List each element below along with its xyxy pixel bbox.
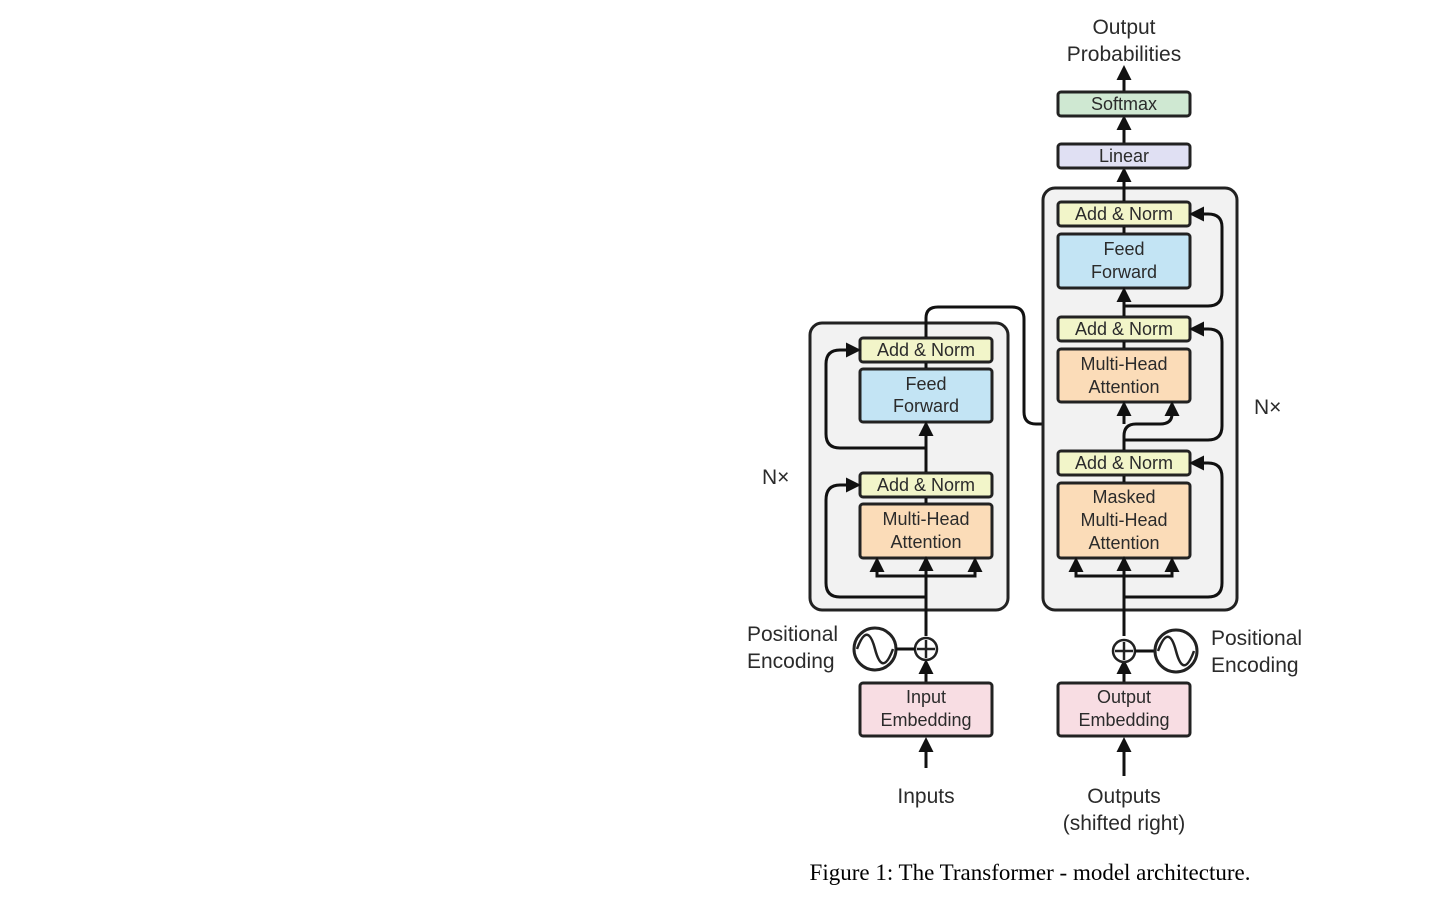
figure-caption: Figure 1: The Transformer - model archit… (809, 860, 1251, 885)
svg-text:Attention: Attention (890, 532, 961, 552)
svg-text:Forward: Forward (893, 396, 959, 416)
encoder-multi-head-attention: Multi-Head Attention (858, 502, 994, 560)
decoder-positional-label-line1: Positional (1211, 627, 1302, 650)
svg-text:Linear: Linear (1099, 146, 1149, 166)
svg-text:Feed: Feed (905, 374, 946, 394)
decoder-masked-attention: Masked Multi-Head Attention (1056, 481, 1192, 560)
outputs-label-line2: (shifted right) (1063, 812, 1186, 835)
encoder-connections (824, 305, 1120, 768)
encoder-positional-encoding-sine-icon (852, 626, 898, 672)
encoder-positional-label-line1: Positional (747, 623, 838, 646)
linear-layer: Linear (1056, 142, 1192, 170)
svg-text:Multi-Head: Multi-Head (882, 509, 969, 529)
decoder-connections (1068, 65, 1224, 776)
svg-text:Output: Output (1097, 687, 1151, 707)
svg-text:Attention: Attention (1088, 377, 1159, 397)
svg-text:Input: Input (906, 687, 946, 707)
encoder-add-norm-top: Add & Norm (858, 336, 994, 364)
encoder-feed-forward: Feed Forward (858, 367, 994, 424)
svg-text:Add & Norm: Add & Norm (1075, 204, 1173, 224)
svg-text:Embedding: Embedding (880, 710, 971, 730)
encoder-positional-label-line2: Encoding (747, 650, 835, 673)
decoder-add-circle-icon (1111, 638, 1137, 664)
softmax-layer: Softmax (1056, 90, 1192, 118)
svg-text:Masked: Masked (1092, 487, 1155, 507)
svg-text:Forward: Forward (1091, 262, 1157, 282)
svg-text:Add & Norm: Add & Norm (877, 475, 975, 495)
input-embedding: Input Embedding (858, 681, 994, 738)
encoder-stack-background (808, 321, 1010, 612)
svg-text:Multi-Head: Multi-Head (1080, 354, 1167, 374)
output-probabilities-line1: Output (1092, 16, 1155, 39)
decoder-feed-forward: Feed Forward (1056, 232, 1192, 290)
decoder-repeat-label: N× (1254, 396, 1281, 419)
decoder-add-norm-top: Add & Norm (1056, 200, 1192, 228)
outputs-label-line1: Outputs (1087, 785, 1161, 808)
output-embedding: Output Embedding (1056, 681, 1192, 738)
svg-text:Embedding: Embedding (1078, 710, 1169, 730)
svg-text:Add & Norm: Add & Norm (1075, 453, 1173, 473)
decoder-cross-attention: Multi-Head Attention (1056, 347, 1192, 404)
decoder-positional-label-line2: Encoding (1211, 654, 1299, 677)
decoder-add-norm-mid: Add & Norm (1056, 315, 1192, 343)
inputs-label: Inputs (897, 785, 954, 808)
encoder-repeat-label: N× (762, 466, 789, 489)
svg-text:Feed: Feed (1103, 239, 1144, 259)
svg-text:Multi-Head: Multi-Head (1080, 510, 1167, 530)
svg-text:Add & Norm: Add & Norm (1075, 319, 1173, 339)
encoder-add-norm-bottom: Add & Norm (858, 471, 994, 499)
decoder-positional-encoding-sine-icon (1153, 628, 1199, 674)
decoder-add-norm-bottom: Add & Norm (1056, 449, 1192, 477)
svg-text:Attention: Attention (1088, 533, 1159, 553)
svg-text:Softmax: Softmax (1091, 94, 1157, 114)
output-probabilities-line2: Probabilities (1067, 43, 1181, 66)
svg-text:Add & Norm: Add & Norm (877, 340, 975, 360)
encoder-add-circle-icon (913, 636, 939, 662)
